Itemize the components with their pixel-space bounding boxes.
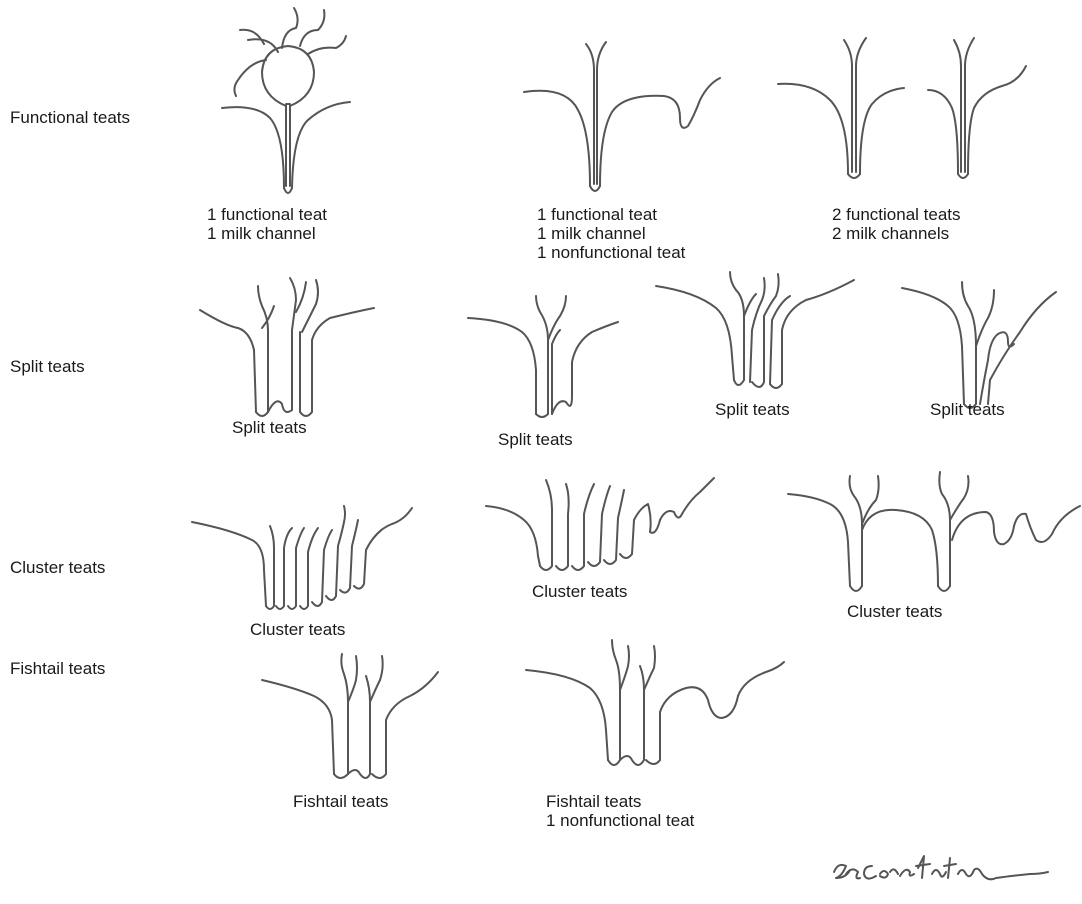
artist-signature <box>0 0 1082 904</box>
